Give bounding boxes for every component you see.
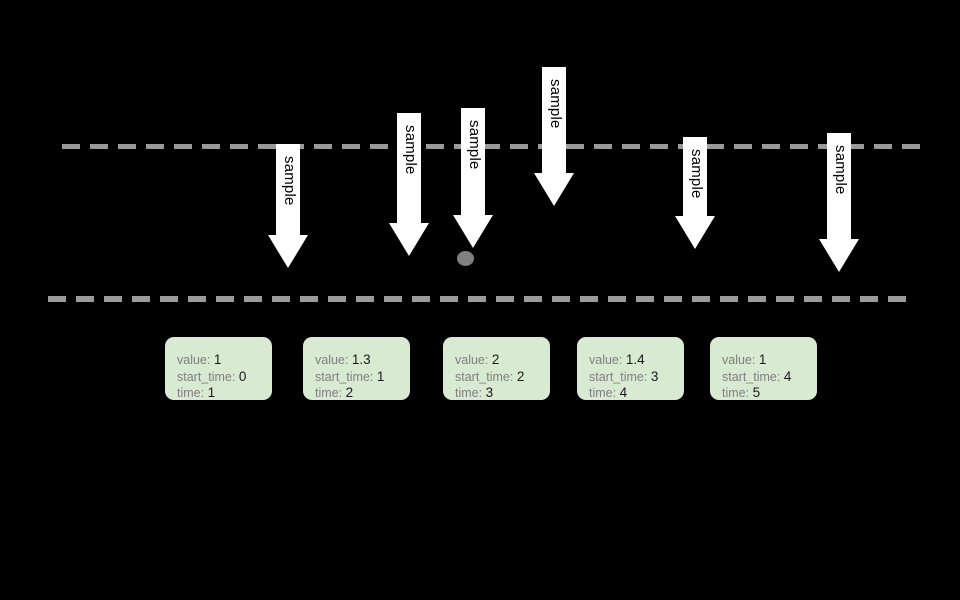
- sample-result-value: 1.3: [351, 352, 371, 367]
- sample-result-value: 5: [752, 385, 761, 400]
- sample-result-value: 2: [516, 368, 525, 384]
- sample-result-value: 3: [650, 368, 659, 384]
- sampled-timeline-rule: [48, 296, 906, 302]
- sample-result-value: 4: [783, 368, 792, 384]
- sample-result-row: value: 1: [177, 352, 272, 369]
- sample-arrow: sample: [389, 113, 429, 256]
- sample-result-value: 3: [485, 385, 494, 400]
- sample-result-label: value:: [455, 353, 489, 367]
- sample-result-row: time: 4: [589, 385, 684, 402]
- sample-result-row: start_time: 0: [177, 369, 272, 386]
- sample-result-row: value: 2: [455, 352, 550, 369]
- sample-result-row: start_time: 4: [722, 369, 817, 386]
- sample-result-row: time: 2: [315, 385, 410, 402]
- sample-result-value: 4: [619, 385, 628, 400]
- sample-result-value: 1: [213, 352, 222, 367]
- sample-result-row: time: 3: [455, 385, 550, 402]
- sample-result-value: 1: [376, 368, 385, 384]
- sample-result-row: start_time: 1: [315, 369, 410, 386]
- sample-result-label: value:: [589, 353, 623, 367]
- sample-result-value: 1.4: [625, 352, 645, 367]
- sample-arrow: sample: [268, 144, 308, 268]
- sample-result-label: start_time:: [315, 369, 374, 384]
- sample-result-label: value:: [315, 353, 349, 367]
- sample-result-value: 2: [491, 352, 500, 367]
- sample-result-value: 0: [238, 368, 247, 384]
- sample-result-row: value: 1.3: [315, 352, 410, 369]
- sample-result-row: start_time: 2: [455, 369, 550, 386]
- sample-result-label: start_time:: [589, 369, 648, 384]
- sample-arrow: sample: [453, 108, 493, 248]
- sample-result-label: start_time:: [177, 369, 236, 384]
- sample-result-label: time:: [589, 386, 617, 400]
- sample-result-label: value:: [722, 353, 756, 367]
- sample-result-row: time: 1: [177, 385, 272, 402]
- sample-result-row: value: 1.4: [589, 352, 684, 369]
- sample-arrow: sample: [675, 137, 715, 249]
- sample-result-label: start_time:: [455, 369, 514, 384]
- sample-result-value: 1: [758, 352, 767, 367]
- sample-result-value: 1: [207, 385, 216, 400]
- sample-arrow: sample: [819, 133, 859, 272]
- sample-result-label: time:: [177, 386, 205, 400]
- sample-result-label: time:: [722, 386, 750, 400]
- sample-result-label: time:: [455, 386, 483, 400]
- sample-result-label: time:: [315, 386, 343, 400]
- sample-result-label: value:: [177, 353, 211, 367]
- sample-result-label: start_time:: [722, 369, 781, 384]
- sample-result-value: 2: [345, 385, 354, 400]
- sample-result-row: value: 1: [722, 352, 817, 369]
- sample-result-row: start_time: 3: [589, 369, 684, 386]
- sample-result-row: time: 5: [722, 385, 817, 402]
- source-timeline-rule: [62, 144, 928, 149]
- event-dot-marker: [457, 251, 474, 266]
- sample-arrow: sample: [534, 67, 574, 206]
